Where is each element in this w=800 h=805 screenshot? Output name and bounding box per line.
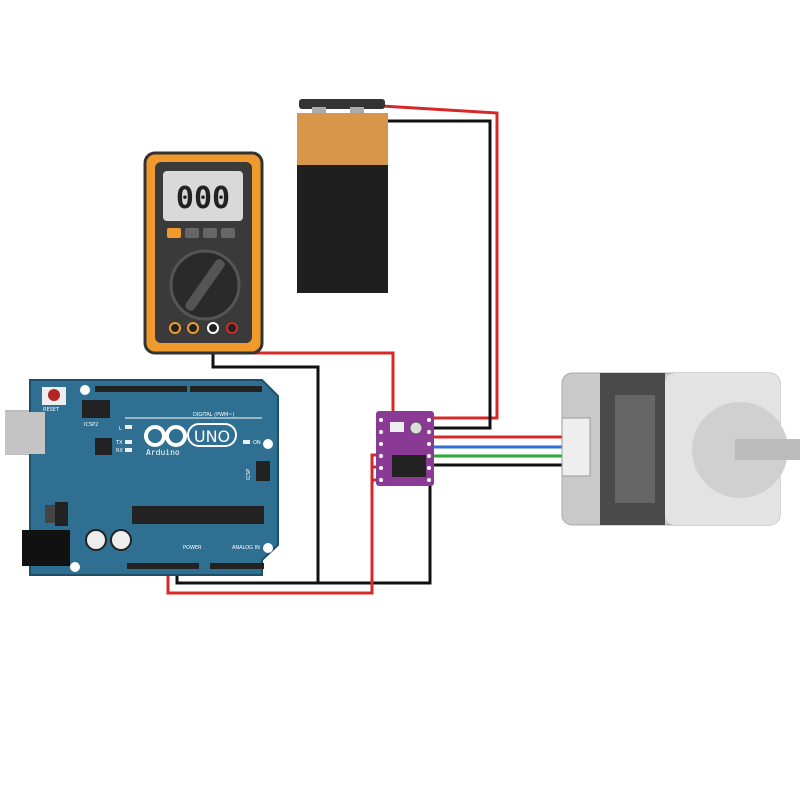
icsp2-label: ICSP2	[84, 422, 98, 428]
led-rx-label: RX	[116, 448, 123, 454]
reset-button[interactable]	[48, 389, 60, 401]
icsp-header	[256, 461, 270, 481]
analog-header	[210, 563, 264, 569]
digital-header	[95, 386, 187, 392]
power-header	[127, 563, 199, 569]
power-label: POWER	[183, 545, 202, 551]
digital-label: DIGITAL (PWM~)	[193, 412, 235, 418]
analog-label: ANALOG IN	[232, 545, 260, 551]
led-on-label: ON	[253, 440, 261, 446]
arduino-brand: Arduino	[146, 448, 180, 457]
arduino-uno: RESET ICSP2 DIGITAL (PWM~) L TX RX UNO A…	[5, 379, 279, 576]
reset-label: RESET	[43, 407, 60, 413]
battery-negative-wire	[386, 119, 492, 430]
motor-connector	[561, 417, 591, 477]
arduino-5v-wire	[166, 453, 380, 595]
arduino-logo-icon	[144, 425, 187, 447]
multimeter-button[interactable]	[203, 228, 217, 238]
capacitor	[110, 529, 132, 551]
led-l-label: L	[119, 426, 122, 432]
potentiometer[interactable]	[409, 421, 423, 435]
jack-icon	[169, 322, 181, 334]
battery-positive-wire	[381, 104, 499, 420]
power-jack	[22, 530, 70, 566]
digital-header	[190, 386, 262, 392]
stepper-driver	[376, 411, 434, 486]
jack-v-icon	[226, 322, 238, 334]
multimeter-display: 000	[176, 181, 230, 216]
uno-logo-text: UNO	[194, 427, 230, 446]
multimeter-button[interactable]	[185, 228, 199, 238]
multimeter: 000	[143, 151, 264, 355]
multimeter-button[interactable]	[221, 228, 235, 238]
capacitor	[85, 529, 107, 551]
stepper-motor	[561, 372, 800, 526]
multimeter-button[interactable]	[167, 228, 181, 238]
usb-port	[5, 412, 45, 454]
led-tx-label: TX	[115, 440, 123, 446]
icsp-label: ICSP	[246, 469, 252, 480]
motor-shaft	[735, 439, 800, 460]
jack-icon	[187, 322, 199, 334]
battery-9v	[297, 99, 388, 293]
jack-com-icon	[207, 322, 219, 334]
